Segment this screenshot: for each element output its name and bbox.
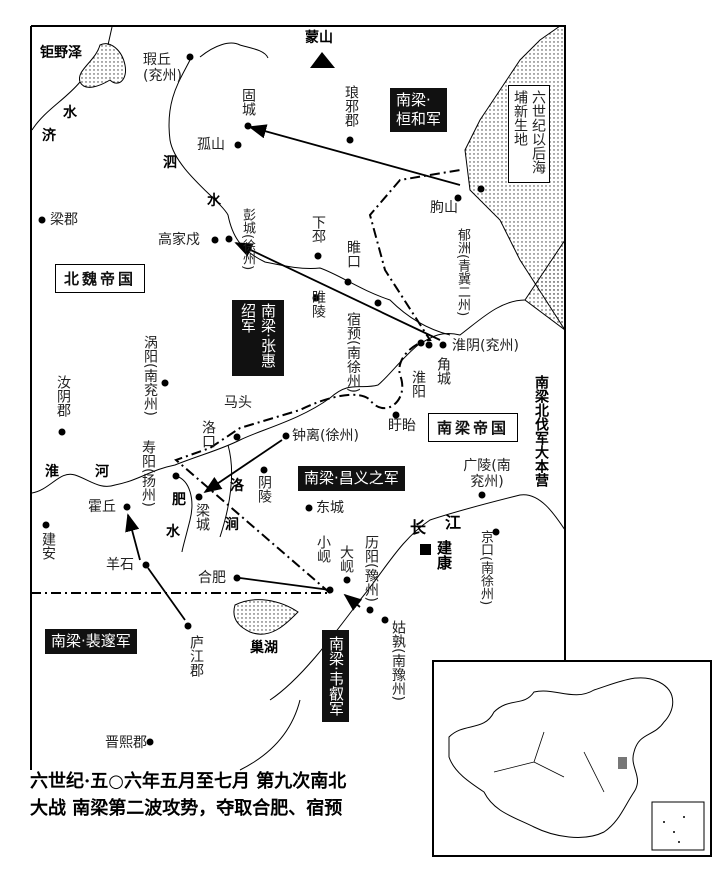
- zhanghuishao-army-arrow: [234, 242, 441, 341]
- river-luo-1: 洛: [230, 478, 244, 494]
- zhanghuishao-army-label: 南梁·张惠绍军: [232, 300, 284, 376]
- chaohu-lake: [233, 599, 299, 635]
- river-jiang-1: 长: [410, 518, 427, 537]
- huanhe-army-arrow: [248, 124, 461, 186]
- label-mengshan: 蒙山: [305, 30, 333, 46]
- map-caption: 六世纪·五○六年五月至七月 第九次南北 大战 南梁第二波攻势，夺取合肥、宿预: [30, 768, 346, 822]
- label-liyang: 历阳(豫州): [363, 535, 379, 602]
- region-highlight: [618, 757, 627, 769]
- label-jianan: 建安: [40, 532, 56, 560]
- label-matou: 马头: [224, 395, 252, 411]
- peisui-army-label: 南梁·裴邃军: [45, 629, 137, 654]
- label-woyang: 涡阳(南兖州): [142, 335, 158, 416]
- label-juyeze: 钜野泽: [40, 45, 82, 61]
- huanhe-army-label: 南梁· 桓和军: [390, 88, 448, 132]
- caption-line1: 六世纪·五○六年五月至七月 第九次南北: [30, 771, 347, 792]
- capital-icon: [420, 544, 431, 555]
- label-xiaoxian: 小岘: [315, 535, 331, 563]
- juyeze-lake: [79, 43, 127, 88]
- label-xuyi: 盱眙: [388, 418, 416, 434]
- label-xiapi: 下邳: [310, 215, 326, 243]
- label-hefei: 合肥: [198, 570, 226, 586]
- hq-label: 南梁北伐军大本营: [533, 375, 549, 487]
- label-gucheng: 固城: [240, 88, 256, 116]
- river-si-2: 水: [207, 193, 221, 209]
- label-shouyang: 寿阳(扬州): [140, 440, 156, 507]
- huanhe-army-line2: 桓和军: [396, 110, 442, 128]
- label-yuzhou: 郁洲(青冀二州): [455, 228, 470, 317]
- label-jiankang: 建康: [435, 540, 453, 570]
- label-zhongli: 钟离(徐州): [292, 428, 359, 444]
- label-luokou: 洛口: [200, 420, 216, 448]
- label-yinling: 阴陵: [256, 475, 272, 503]
- label-huoqiu: 霍丘: [88, 499, 116, 515]
- mountain-icon: [310, 52, 335, 68]
- label-jiaocheng: 角城: [435, 357, 451, 385]
- frontline-border: [31, 169, 461, 594]
- huai-river: [31, 299, 526, 494]
- label-jingkou: 京口(南徐州): [478, 530, 493, 606]
- river-luo-2: 涧: [225, 517, 239, 533]
- label-liangjun: 梁郡: [50, 212, 78, 228]
- label-yangshi: 羊石: [106, 557, 134, 573]
- northern-wei-label: 北魏帝国: [55, 264, 146, 293]
- china-outline: [448, 677, 705, 851]
- river-si-1: 泗: [163, 155, 177, 171]
- label-langyajun: 琅邪郡: [343, 85, 359, 127]
- inset-china-map: [432, 660, 712, 857]
- river-huai-1: 淮: [45, 464, 59, 480]
- label-gushan: 孤山: [197, 137, 225, 153]
- label-gushu: 姑孰(南豫州): [390, 620, 406, 701]
- new-land-label: 六世纪以后海埔新生地: [508, 85, 550, 183]
- label-qushan: 朐山: [430, 200, 458, 216]
- label-huaiyang: 淮阳: [410, 370, 426, 398]
- changyizhi-army-label: 南梁·昌义之军: [298, 466, 405, 491]
- label-xiaqiu: 瑕丘(兖州): [143, 52, 182, 84]
- weirui-army-label: 南梁·韦叡军: [322, 630, 349, 722]
- river-ji-1: 济: [42, 128, 56, 144]
- river-huai-2: 河: [95, 464, 109, 480]
- peisui-army-arrow: [128, 515, 186, 621]
- label-huaiyin: 淮阴(兖州): [452, 338, 519, 354]
- river-jiang-2: 江: [445, 513, 462, 532]
- southern-liang-label: 南梁帝国: [428, 413, 519, 442]
- si-river: [168, 42, 451, 336]
- river-ji-2: 水: [63, 105, 77, 121]
- label-pengcheng: 彭城(徐州): [240, 208, 255, 271]
- river-fei-2: 水: [166, 524, 180, 540]
- label-suikou: 睢口: [345, 240, 361, 268]
- label-jinxijun: 晋熙郡: [105, 735, 147, 751]
- huanhe-army-line1: 南梁·: [396, 91, 431, 109]
- label-liangcheng: 梁城: [194, 503, 210, 531]
- river-fei-1: 肥: [172, 492, 186, 508]
- label-dongcheng: 东城: [316, 500, 344, 516]
- label-suiling: 睢陵: [310, 290, 326, 318]
- label-gaojiashu: 高家戍: [158, 232, 200, 248]
- label-lujiangjun: 庐江郡: [188, 635, 204, 677]
- label-chaohu: 巢湖: [250, 640, 278, 656]
- label-suyu: 宿预(南徐州): [345, 312, 361, 393]
- city-dots: [38, 53, 500, 746]
- label-guangling: 广陵(南兖州): [463, 458, 511, 490]
- changyizhi-army-arrow: [203, 439, 283, 494]
- weirui-army-arrow: [239, 577, 360, 607]
- label-daxian: 大岘: [338, 545, 354, 573]
- caption-line2: 大战 南梁第二波攻势，夺取合肥、宿预: [30, 798, 343, 819]
- label-ruyinjun: 汝阴郡: [55, 375, 71, 417]
